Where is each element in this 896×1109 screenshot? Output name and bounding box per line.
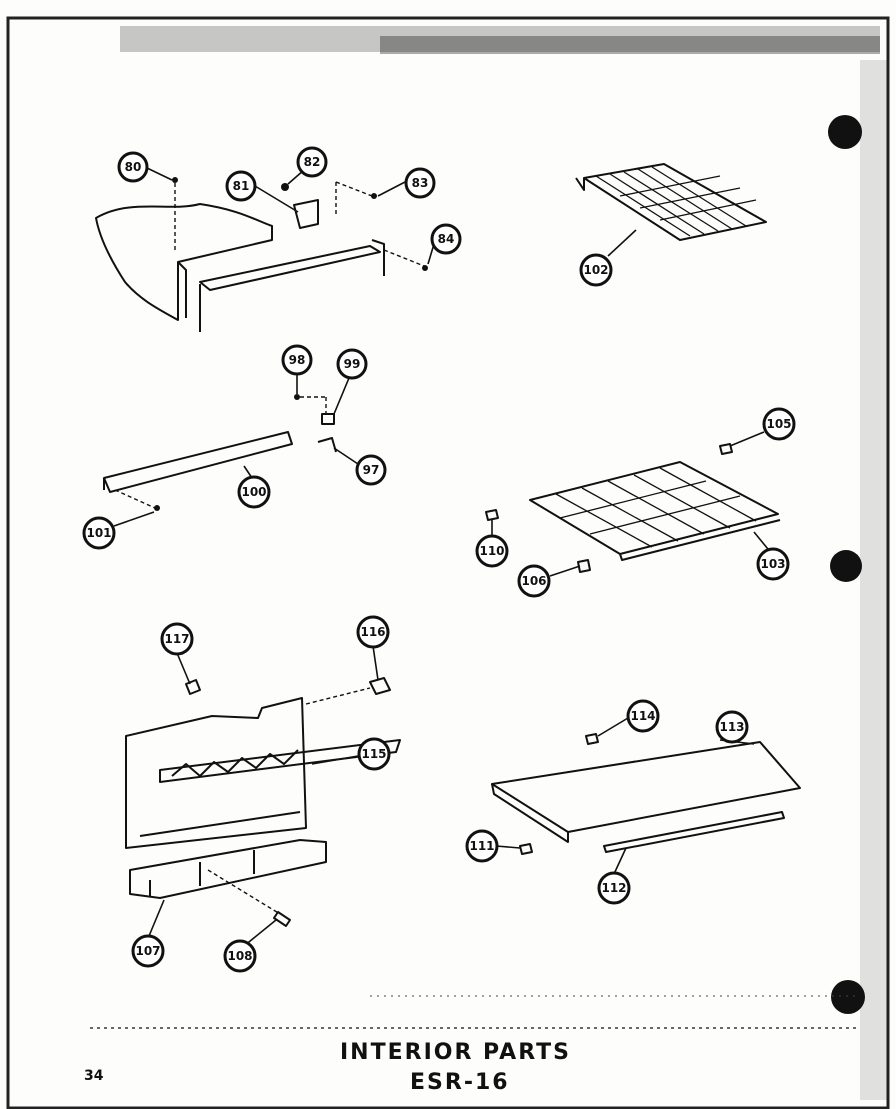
callout-82: 82	[296, 146, 328, 178]
callout-101: 101	[82, 516, 116, 550]
callout-116: 116	[356, 615, 390, 649]
callout-label: 116	[360, 625, 385, 639]
model-number: ESR-16	[410, 1070, 510, 1095]
callout-label: 82	[304, 155, 321, 169]
callout-label: 110	[479, 544, 504, 558]
callout-label: 80	[125, 160, 142, 174]
callout-label: 84	[438, 232, 455, 246]
callout-105: 105	[762, 407, 796, 441]
callout-label: 98	[289, 353, 306, 367]
callout-111: 111	[465, 829, 499, 863]
callout-label: 81	[233, 179, 250, 193]
shelf-bracket-assembly	[103, 394, 337, 511]
callout-label: 101	[86, 526, 111, 540]
glass-shelf-assembly	[491, 733, 801, 855]
callout-label: 108	[227, 949, 252, 963]
callout-108: 108	[223, 939, 257, 973]
callout-99: 99	[336, 348, 368, 380]
callout-110: 110	[475, 534, 509, 568]
callout-label: 115	[361, 747, 386, 761]
callout-label: 100	[241, 485, 266, 499]
page-number: 34	[84, 1068, 104, 1084]
callout-107: 107	[131, 934, 165, 968]
crisper-assembly	[125, 677, 401, 927]
callout-81: 81	[225, 170, 257, 202]
wire-shelf-lower	[485, 443, 781, 573]
callout-103: 103	[756, 547, 790, 581]
callout-label: 111	[469, 839, 494, 853]
callout-label: 117	[164, 632, 189, 646]
callout-label: 114	[630, 709, 655, 723]
callout-102: 102	[579, 253, 613, 287]
callout-label: 83	[412, 176, 429, 190]
callout-label: 102	[583, 263, 608, 277]
callout-113: 113	[715, 710, 749, 744]
callout-112: 112	[597, 871, 631, 905]
diagram-title: INTERIOR PARTS	[340, 1040, 571, 1065]
callout-115: 115	[357, 737, 391, 771]
leader-lines	[113, 167, 773, 947]
callout-label: 106	[521, 574, 546, 588]
callout-80: 80	[117, 151, 149, 183]
callout-label: 113	[719, 720, 744, 734]
callout-label: 105	[766, 417, 791, 431]
callout-83: 83	[404, 167, 436, 199]
callout-84: 84	[430, 223, 462, 255]
callout-label: 103	[760, 557, 785, 571]
wire-shelf-top	[575, 163, 767, 241]
callout-100: 100	[237, 475, 271, 509]
upper-housing-assembly	[95, 177, 428, 332]
callout-label: 99	[344, 357, 361, 371]
callout-label: 112	[601, 881, 626, 895]
callout-label: 107	[135, 944, 160, 958]
callout-117: 117	[160, 622, 194, 656]
scan-border	[6, 16, 890, 1109]
callout-label: 97	[363, 463, 380, 477]
callout-98: 98	[281, 344, 313, 376]
callout-106: 106	[517, 564, 551, 598]
callout-97: 97	[355, 454, 387, 486]
callout-114: 114	[626, 699, 660, 733]
